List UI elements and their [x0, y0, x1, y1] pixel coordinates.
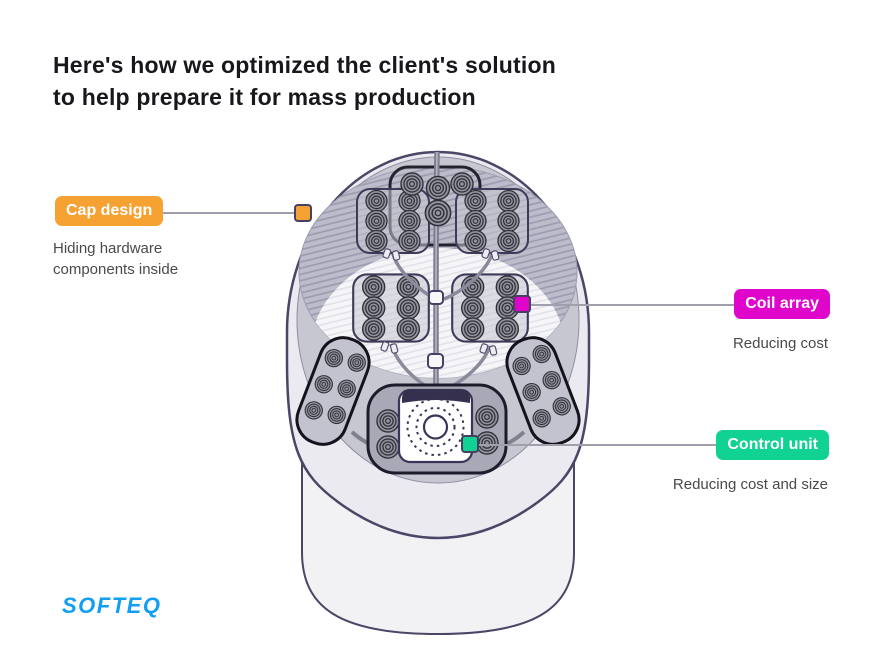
control-unit-description: Reducing cost and size [672, 476, 828, 493]
coil-pad-back-left [357, 189, 429, 253]
cap-design-label: Cap design [55, 196, 164, 226]
title-line-1: Here's how we optimized the client's sol… [53, 52, 557, 78]
housing-coil [376, 409, 400, 433]
softeq-logo: SOFTEQ [62, 593, 162, 618]
cable-connectors [427, 290, 444, 369]
control-unit-marker [461, 435, 479, 453]
coil-array-marker [513, 295, 531, 313]
coil-array-label: Coil array [734, 289, 830, 319]
rear-coil [400, 172, 424, 196]
page-title: Here's how we optimized the client's sol… [53, 49, 556, 113]
pad-connectors [380, 248, 500, 356]
title-line-2: to help prepare it for mass production [53, 84, 476, 110]
coil-pad-back-right [456, 189, 528, 253]
center-coil [424, 199, 452, 227]
control-unit-module [397, 388, 474, 464]
cap-design-description: Hiding hardware components inside [53, 240, 179, 278]
coil-array-description: Reducing cost [732, 335, 828, 352]
housing-coil [475, 431, 499, 455]
rear-coil [450, 172, 474, 196]
coil-array-leader-line [530, 304, 742, 306]
cap-design-marker [294, 204, 312, 222]
control-unit-leader-line [478, 444, 725, 446]
housing-coil [376, 435, 400, 459]
housing-coil [475, 405, 499, 429]
rear-coil [425, 175, 451, 201]
cap-design-leader-line [140, 212, 296, 214]
control-unit-label: Control unit [716, 430, 829, 460]
